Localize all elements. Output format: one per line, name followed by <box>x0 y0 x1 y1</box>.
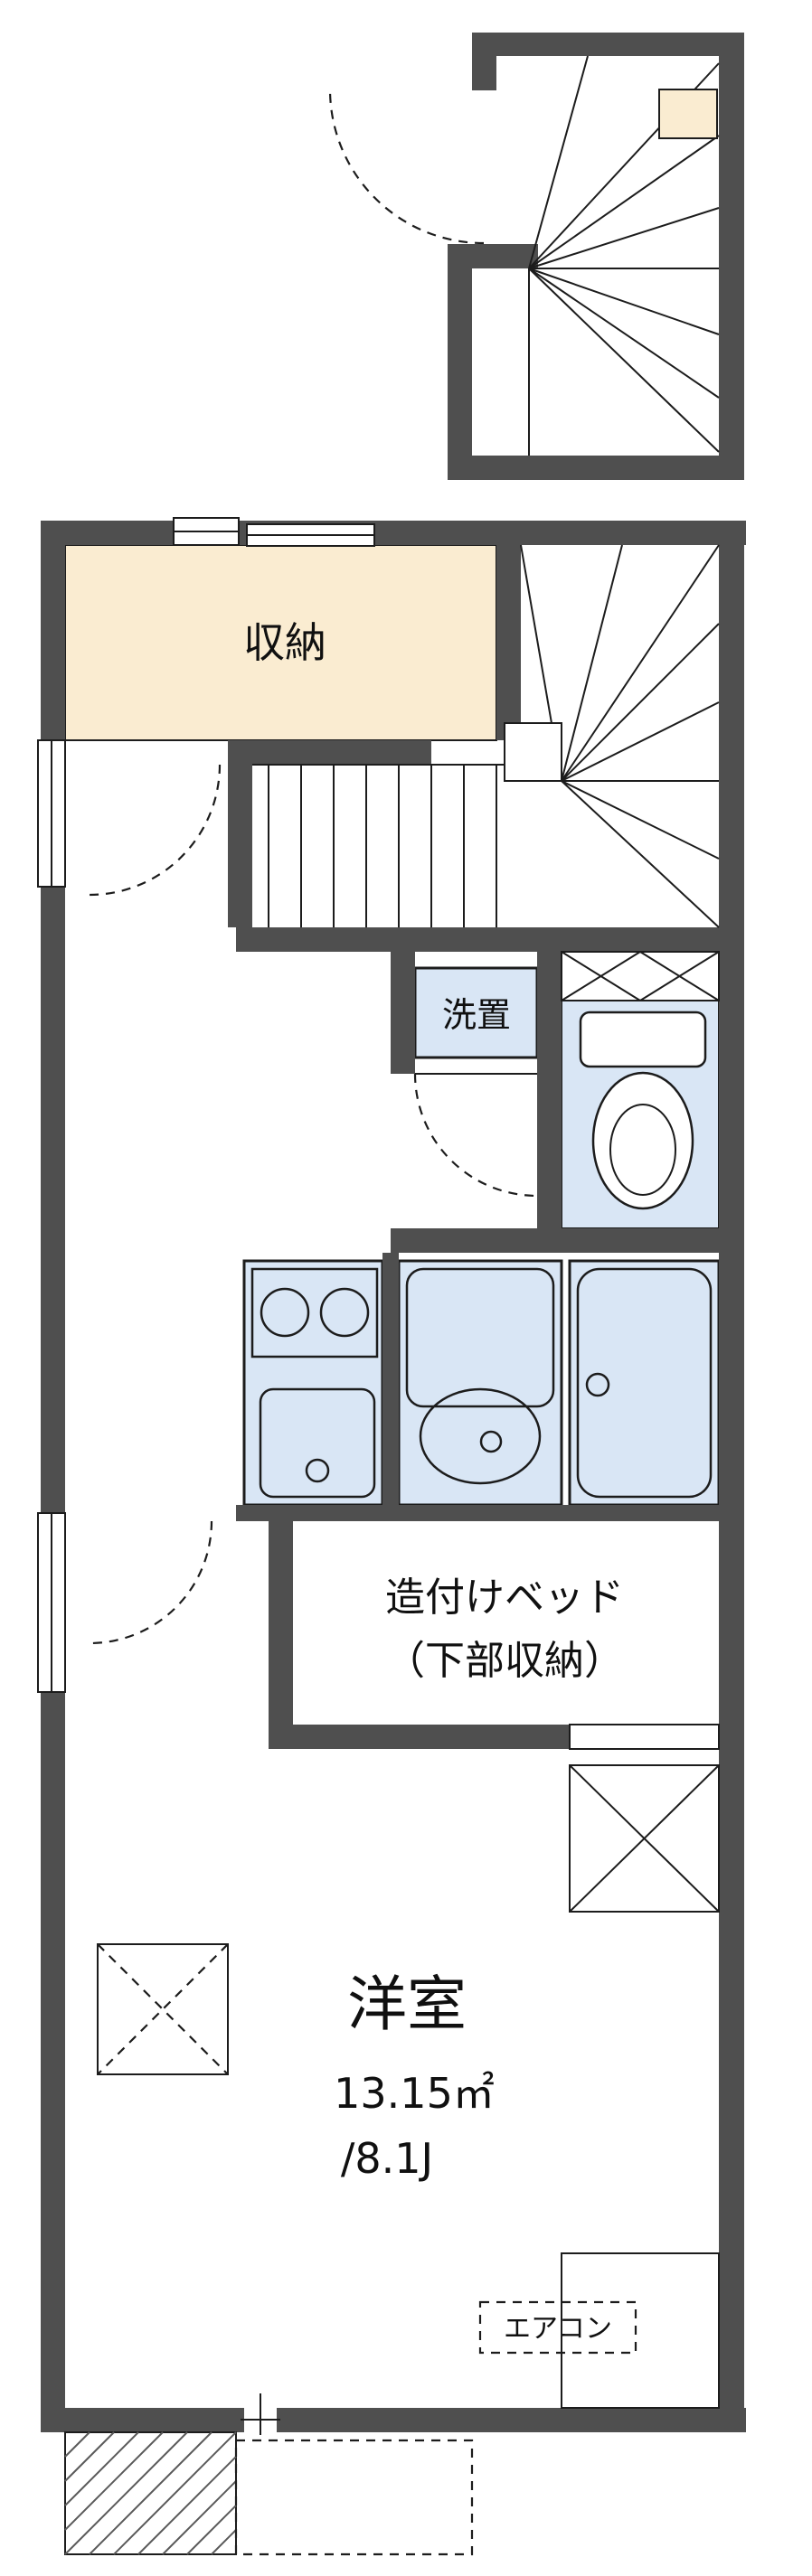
window <box>173 517 240 546</box>
bed-label-line2: （下部収納） <box>385 1638 624 1684</box>
toilet-fixture <box>579 1011 707 1210</box>
window <box>246 523 375 547</box>
reference-cross <box>241 2393 280 2435</box>
main-unit-block: 収納 洗置 造付けベッド （下部収納） 洋室 13.15㎡ /8.1J エアコン <box>37 517 746 2556</box>
door-swing-arc <box>413 1073 538 1198</box>
washer-label: 洗置 <box>442 995 511 1035</box>
entrance-stair-block <box>328 33 744 480</box>
wall <box>236 927 719 952</box>
kitchen-sink <box>259 1387 376 1499</box>
wall-bottom <box>41 2408 746 2432</box>
floor-hatch-symbol <box>97 1943 229 2075</box>
stair-landing <box>504 722 562 782</box>
wall <box>228 765 252 927</box>
storage-label: 収納 <box>243 618 326 667</box>
aircon-box <box>478 2300 637 2355</box>
wall <box>228 740 431 765</box>
corner-cabinet <box>561 2252 720 2409</box>
entrance-step-outline <box>234 2439 474 2556</box>
staircase-treads <box>252 764 505 927</box>
shower-room <box>397 1259 563 1507</box>
wall <box>537 952 562 1253</box>
shower-basin <box>405 1267 555 1485</box>
window <box>37 1512 66 1693</box>
wall <box>382 1253 399 1521</box>
bed-label-line1: 造付けベッド <box>385 1575 624 1621</box>
wall <box>391 952 415 1074</box>
winder-stair-fan <box>528 55 720 456</box>
stair-landing <box>658 89 718 139</box>
entrance-door-swing-arc <box>328 89 485 245</box>
wall <box>236 1505 719 1521</box>
wall <box>472 33 744 56</box>
bathtub <box>576 1267 713 1499</box>
wall <box>448 244 472 480</box>
room-label: 洋室 <box>347 1970 467 2039</box>
wall <box>269 1725 570 1749</box>
room-area-sqm: 13.15㎡ <box>334 2069 495 2118</box>
bed-counter-edge <box>569 1724 720 1750</box>
wall <box>448 456 744 480</box>
upper-closet-symbol <box>569 1764 720 1913</box>
bathtub-room <box>568 1259 721 1507</box>
stove-burners <box>250 1267 379 1359</box>
wall-top <box>41 521 746 545</box>
wall <box>269 1521 293 1749</box>
window <box>37 739 66 888</box>
wall <box>448 244 538 268</box>
room-area-tatami: /8.1J <box>341 2134 433 2183</box>
door-swing-arc <box>89 1520 213 1645</box>
wall <box>719 33 744 480</box>
aircon-label: エアコン <box>504 2313 612 2345</box>
door-swing-arc <box>89 764 222 897</box>
entrance-porch-hatch <box>64 2431 237 2555</box>
lattice-window <box>561 951 720 1001</box>
wall <box>496 521 521 740</box>
wall <box>472 33 496 90</box>
wall <box>391 1228 719 1253</box>
wall-right <box>719 521 744 2432</box>
